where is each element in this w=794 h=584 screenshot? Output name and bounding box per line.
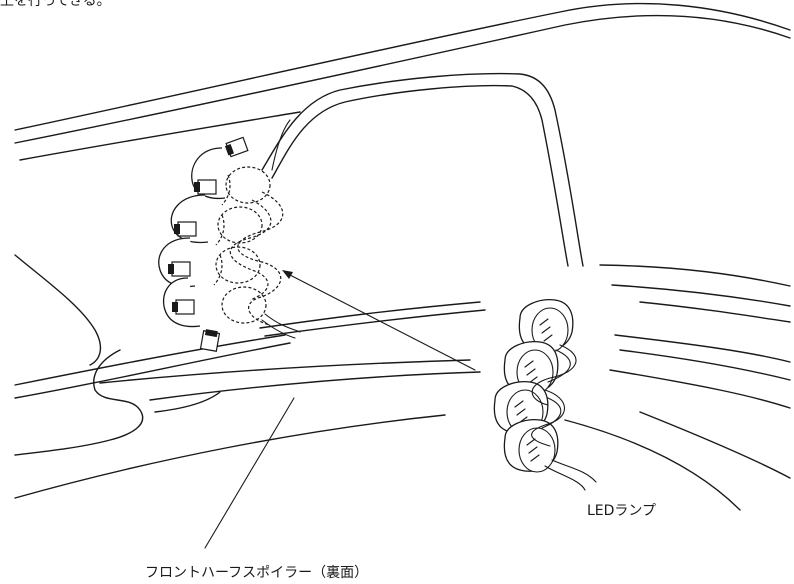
top-text-fragment: 上を行ってきる。 [0,0,111,9]
leader-lines [204,270,476,549]
led-lamp-unit [493,299,597,491]
arrow-head-icon [282,270,293,279]
car-body-outline [14,2,791,511]
connector-icon [174,221,197,237]
connector-icon [224,136,249,158]
front-half-spoiler-label: フロントハーフスポイラー（裏面） [145,565,369,581]
connector-icon [172,299,195,315]
connector-icon [168,261,191,277]
installed-lamp-cluster [158,119,301,352]
led-lamp-label: LEDランプ [587,503,657,519]
connector-icon [194,179,217,195]
connector-icon [199,329,221,352]
